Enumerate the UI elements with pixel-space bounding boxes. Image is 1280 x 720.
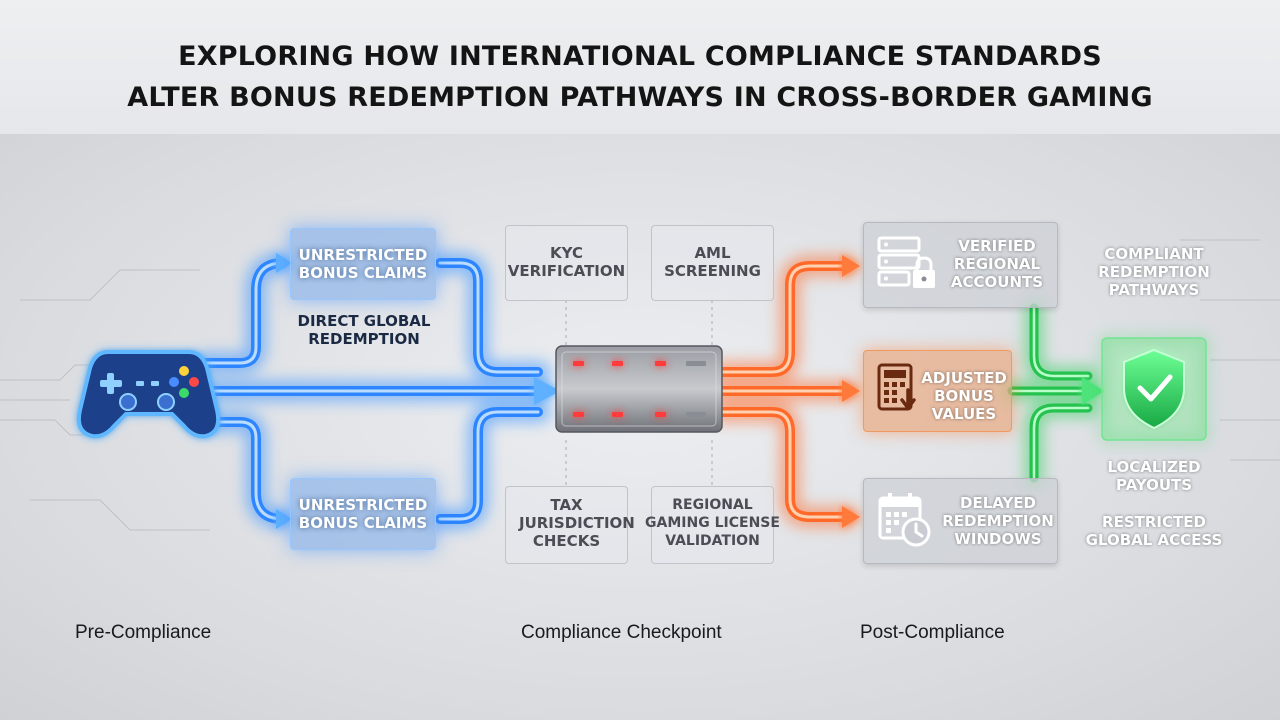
blue-arrowheads (276, 253, 560, 529)
tax-jurisdiction-label: TAX JURISDICTION CHECKS (519, 496, 635, 550)
restricted-access-label: RESTRICTED GLOBAL ACCESS (1085, 513, 1223, 549)
license-validation-box (651, 486, 774, 564)
unrestricted-claims-box-top (290, 228, 436, 300)
flow-to-top-claims (200, 258, 288, 368)
aml-screening-box (651, 225, 774, 301)
adjusted-bonus-label: ADJUSTED BONUS VALUES (921, 369, 1007, 423)
orange-arrowheads (842, 255, 860, 528)
shield-check-icon (1099, 335, 1209, 443)
gamepad-icon (76, 350, 221, 439)
kyc-verification-label: KYC VERIFICATION (507, 244, 626, 280)
kyc-verification-box (505, 225, 628, 301)
orange-flows (711, 255, 859, 528)
localized-payouts-label: LOCALIZED PAYOUTS (1107, 458, 1201, 494)
checkpoint-chip (555, 345, 723, 433)
phase-pre-compliance: Pre-Compliance (75, 622, 212, 643)
direct-global-redemption-label: DIRECT GLOBAL REDEMPTION (297, 312, 431, 348)
unrestricted-claims-box-bottom (290, 478, 436, 550)
license-validation-label: REGIONAL GAMING LICENSE VALIDATION (645, 497, 780, 549)
unrestricted-claims-label-top: UNRESTRICTED BONUS CLAIMS (298, 246, 428, 282)
aml-screening-label: AML SCREENING (664, 244, 761, 280)
unrestricted-claims-label-bottom: UNRESTRICTED BONUS CLAIMS (298, 496, 428, 532)
verified-accounts-label: VERIFIED REGIONAL ACCOUNTS (950, 237, 1044, 291)
calculator-icon (877, 363, 916, 411)
title-line-2: ALTER BONUS REDEMPTION PATHWAYS IN CROSS… (127, 82, 1153, 113)
green-arrowhead (1082, 377, 1104, 405)
circuit-lines (0, 239, 1280, 531)
calendar-clock-icon (878, 493, 931, 547)
green-flows (1002, 298, 1100, 488)
checkpoint-connectors (565, 300, 713, 486)
blue-flows (194, 252, 551, 530)
header (0, 0, 1280, 134)
compliant-pathways-label: COMPLIANT REDEMPTION PATHWAYS (1098, 245, 1210, 299)
page-title: EXPLORING HOW INTERNATIONAL COMPLIANCE S… (0, 36, 1280, 118)
server-lock-icon (877, 236, 935, 288)
tax-jurisdiction-box (505, 486, 628, 564)
title-line-1: EXPLORING HOW INTERNATIONAL COMPLIANCE S… (178, 41, 1102, 72)
verified-accounts-box (863, 222, 1058, 308)
delayed-windows-label: DELAYED REDEMPTION WINDOWS (942, 494, 1054, 548)
flow-to-bottom-claims (200, 417, 288, 524)
phase-compliance-checkpoint: Compliance Checkpoint (521, 622, 722, 643)
phase-post-compliance: Post-Compliance (860, 622, 1005, 643)
